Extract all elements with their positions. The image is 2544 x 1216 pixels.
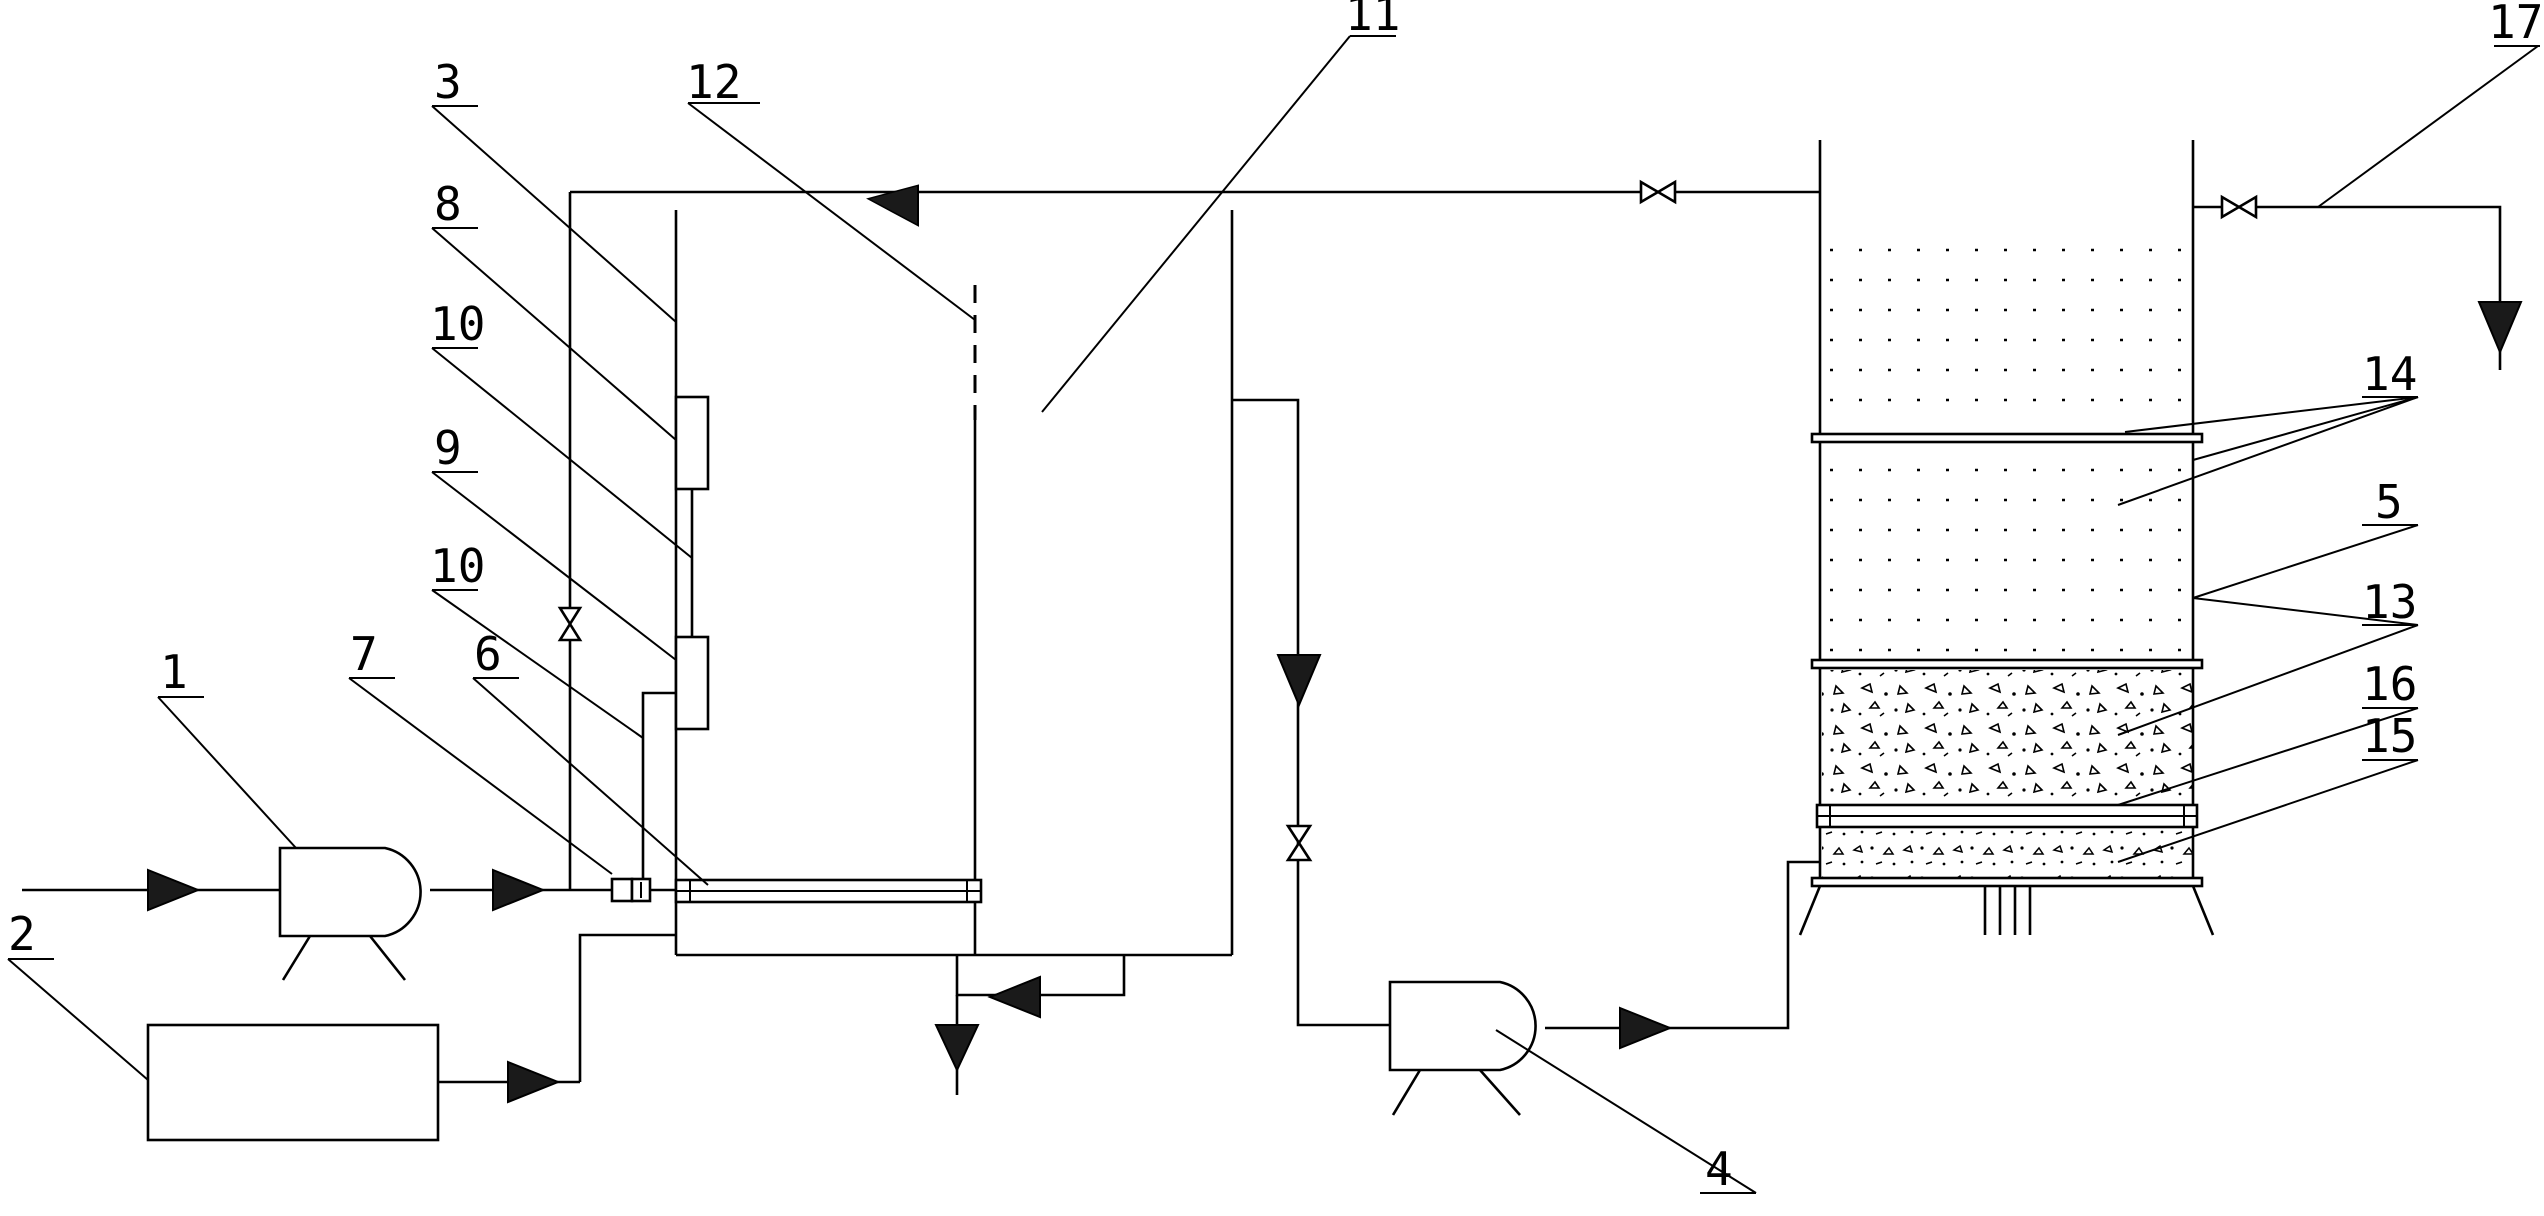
flowmeter-7 [570,691,676,903]
label-6: 6 [474,627,502,681]
part-labels: 3 12 11 8 10 9 10 7 6 1 2 4 17 14 5 13 1… [8,0,2543,1196]
outlet-line-17 [2193,194,2523,370]
arrow-inlet [147,868,201,912]
label-3: 3 [434,55,462,109]
return-line [557,190,1820,890]
label-10a: 10 [430,297,485,351]
sensor-8 [674,395,710,491]
arrow-blower-out [492,868,546,912]
label-8: 8 [434,177,462,231]
label-13: 13 [2362,575,2417,629]
transfer-line [1232,398,1390,1027]
label-15: 15 [2362,709,2417,763]
label-10b: 10 [430,539,485,593]
label-1: 1 [160,645,188,699]
label-underlines-extra [2192,396,2419,761]
leader-lines [7,35,2540,1194]
arrow-pump-out [1619,1006,1673,1050]
arrow-return [866,184,919,227]
label-17: 17 [2488,0,2543,49]
pump-4 [1388,860,1820,1116]
arrow-dosing-out [507,1060,561,1104]
label-14: 14 [2362,347,2417,401]
label-4: 4 [1705,1142,1733,1196]
label-12: 12 [686,55,741,109]
label-11: 11 [1345,0,1400,41]
blower-1 [22,846,570,981]
label-7: 7 [350,627,378,681]
label-16: 16 [2362,657,2417,711]
drain-line [934,955,1126,1095]
main-reactor-tank [674,210,1234,957]
dosing-box-2 [146,933,676,1142]
label-2: 2 [8,907,36,961]
filter-column-5 [1798,140,2215,936]
valve-top [1639,179,1677,205]
label-9: 9 [434,421,462,475]
label-5: 5 [2375,475,2403,529]
sensor-9 [674,635,710,731]
